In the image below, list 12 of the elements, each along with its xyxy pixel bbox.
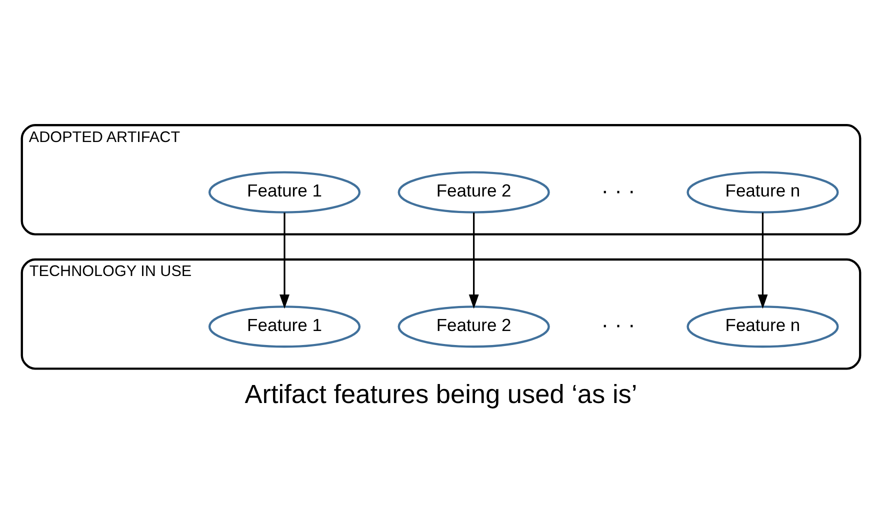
node-ellipse: Feature 2 [398,305,550,348]
label: · · · [601,177,636,202]
node-ellipse: Feature 1 [208,170,361,213]
node-ellipse: Feature n [686,305,839,348]
caption: Artifact features being used ‘as is’ [244,378,638,408]
arrow [758,212,768,308]
node-ellipse: Feature n [686,170,839,213]
label: · · · [601,312,636,337]
node-ellipse: Feature 1 [208,305,361,348]
arrow [468,212,479,308]
node-ellipse: Feature 2 [398,170,550,213]
arrow [280,212,290,308]
